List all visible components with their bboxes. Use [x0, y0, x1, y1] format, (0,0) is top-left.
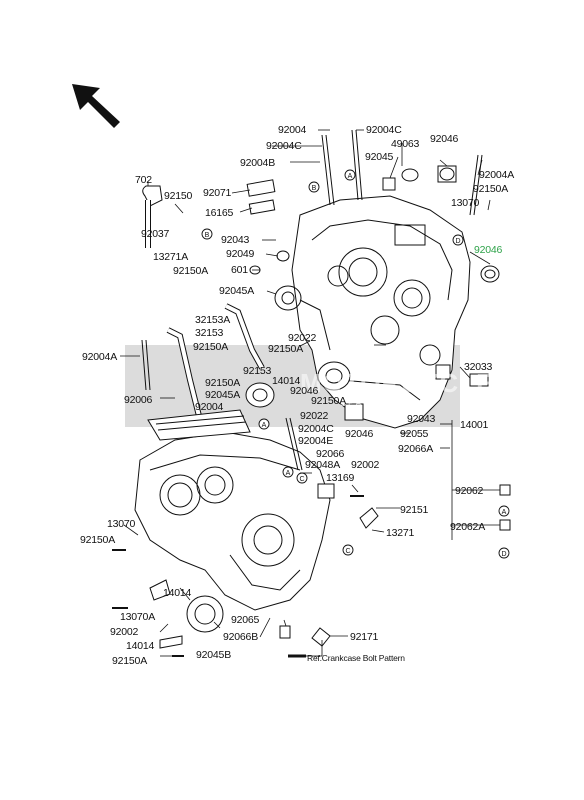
callout-a-low-letter: A: [286, 470, 291, 477]
part-label[interactable]: 92043: [221, 234, 250, 246]
part-label[interactable]: 13070A: [120, 611, 156, 623]
part-label[interactable]: 49063: [391, 138, 420, 150]
part-label[interactable]: 14014: [126, 640, 155, 652]
callout-b-top-letter: B: [312, 185, 317, 192]
part-label[interactable]: 92045A: [219, 285, 255, 297]
callout-c-low-letter: C: [299, 476, 304, 483]
part-label[interactable]: 14014: [163, 587, 192, 599]
callout-a-top: [344, 169, 356, 181]
part-label[interactable]: 92151: [400, 504, 429, 516]
part-label[interactable]: 92022: [288, 332, 317, 344]
part-label[interactable]: 32153A: [195, 314, 231, 326]
part-label[interactable]: 14001: [460, 419, 489, 431]
callout-c-bottom: [342, 544, 354, 556]
callout-b-top: [308, 181, 320, 193]
part-label[interactable]: 92002: [351, 459, 380, 471]
part-label[interactable]: 92055: [400, 428, 429, 440]
part-label[interactable]: 92150A: [268, 343, 304, 355]
part-label[interactable]: 16165: [205, 207, 234, 219]
callout-a-mid: [258, 418, 270, 430]
part-label[interactable]: 92037: [141, 228, 170, 240]
part-label[interactable]: 92048A: [305, 459, 341, 471]
part-label[interactable]: 92150A: [193, 341, 229, 353]
callout-a-top-letter: A: [348, 173, 353, 180]
part-label[interactable]: 13070: [451, 197, 480, 209]
part-label[interactable]: 92066B: [223, 631, 259, 643]
callout-d-right: [452, 234, 464, 246]
part-label[interactable]: 92150A: [311, 395, 347, 407]
callout-d-low-letter: D: [501, 551, 506, 558]
part-label[interactable]: 92004A: [479, 169, 515, 181]
callout-c-bottom-letter: C: [345, 548, 350, 555]
part-label[interactable]: 92045A: [205, 389, 241, 401]
reference-note: Ref.Crankcase Bolt Pattern: [307, 653, 405, 663]
part-label[interactable]: 92043: [407, 413, 436, 425]
part-label[interactable]: 92046: [430, 133, 459, 145]
part-label[interactable]: 92004C: [266, 140, 302, 152]
part-label[interactable]: 92062A: [450, 521, 486, 533]
part-label[interactable]: 13271A: [153, 251, 189, 263]
callout-d-low: [498, 547, 510, 559]
part-label[interactable]: 92004C: [298, 423, 334, 435]
part-label[interactable]: 13169: [326, 472, 355, 484]
part-label[interactable]: 92150A: [173, 265, 209, 277]
callout-a-low: [282, 466, 294, 478]
part-label[interactable]: 13070: [107, 518, 136, 530]
part-label-highlighted[interactable]: 92046: [474, 244, 503, 256]
part-label[interactable]: 92150: [164, 190, 193, 202]
watermark-text: MOTORCYCLE: [300, 368, 495, 398]
part-label[interactable]: 92046: [345, 428, 374, 440]
part-label[interactable]: 92150A: [112, 655, 148, 667]
part-label[interactable]: 702: [135, 174, 152, 186]
callout-c-low: [296, 472, 308, 484]
front-direction-arrow-icon: [72, 84, 120, 128]
part-label[interactable]: 92004: [195, 401, 224, 413]
part-label[interactable]: 14014: [272, 375, 301, 387]
watermark-subtext: SPAREPARTS: [340, 398, 420, 408]
part-label[interactable]: 92045B: [196, 649, 232, 661]
part-label[interactable]: 92045: [365, 151, 394, 163]
callout-a-right-letter: A: [502, 509, 507, 516]
part-label[interactable]: 92150A: [473, 183, 509, 195]
part-label[interactable]: 92004A: [82, 351, 118, 363]
callout-b-left: [201, 228, 213, 240]
part-label[interactable]: 92004E: [298, 435, 334, 447]
part-label[interactable]: 92006: [124, 394, 153, 406]
part-label[interactable]: 92066: [316, 448, 345, 460]
part-label[interactable]: 92062: [455, 485, 484, 497]
callout-a-mid-letter: A: [262, 422, 267, 429]
lower-crankcase-half: [134, 431, 331, 611]
part-label[interactable]: 92150A: [205, 377, 241, 389]
part-label[interactable]: 92004B: [240, 157, 276, 169]
part-label[interactable]: 92002: [110, 626, 139, 638]
part-label[interactable]: 92046: [290, 385, 319, 397]
callout-b-left-letter: B: [205, 232, 210, 239]
part-label[interactable]: 92004: [278, 124, 307, 136]
part-label[interactable]: 92153: [243, 365, 272, 377]
part-label[interactable]: 92049: [226, 248, 255, 260]
part-label[interactable]: 92065: [231, 614, 260, 626]
part-label[interactable]: 92066A: [398, 443, 434, 455]
part-label[interactable]: 92150A: [80, 534, 116, 546]
part-label[interactable]: 601: [231, 264, 248, 276]
part-label[interactable]: 92171: [350, 631, 379, 643]
callout-a-right: [498, 505, 510, 517]
part-label[interactable]: 32033: [464, 361, 493, 373]
part-label[interactable]: 13271: [386, 527, 415, 539]
part-label[interactable]: 92004C: [366, 124, 402, 136]
callout-d-right-letter: D: [455, 238, 460, 245]
part-label[interactable]: 92022: [300, 410, 329, 422]
part-label[interactable]: 92071: [203, 187, 232, 199]
part-label[interactable]: 32153: [195, 327, 224, 339]
